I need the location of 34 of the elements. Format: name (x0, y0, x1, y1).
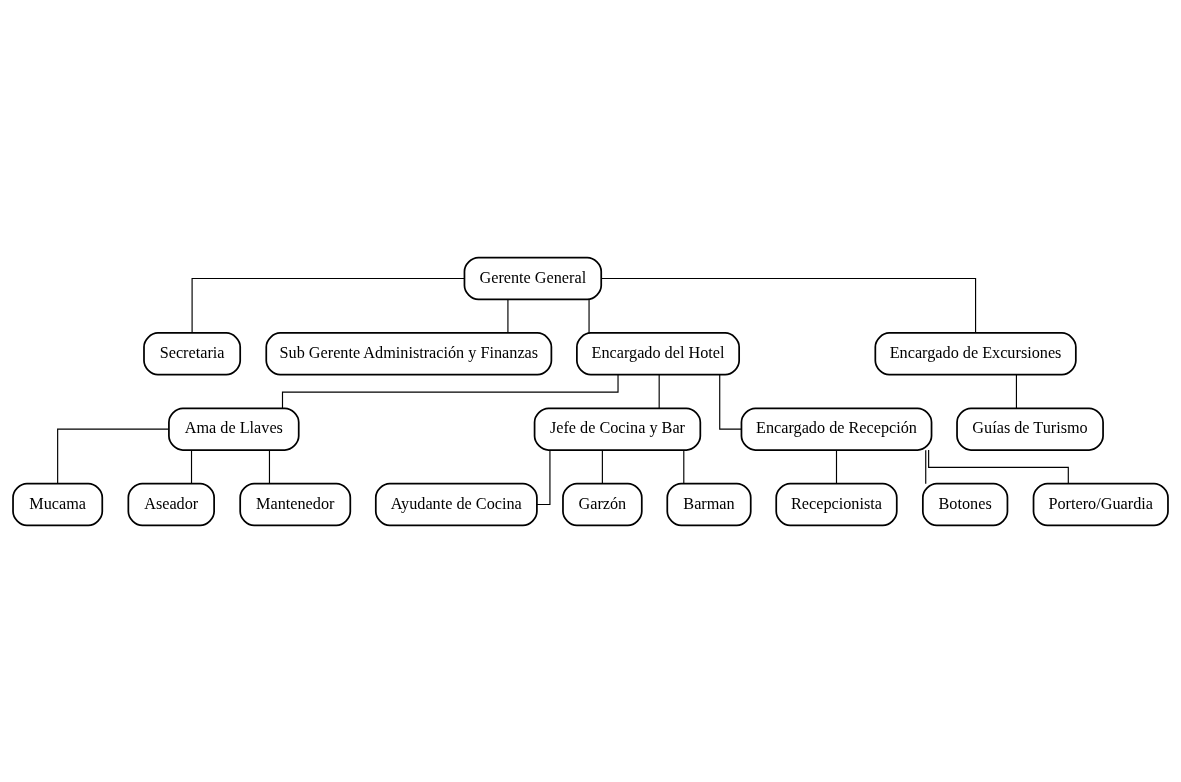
node-box: Recepcionista (775, 482, 898, 526)
node-box: Botones (921, 482, 1009, 526)
connector (507, 298, 509, 334)
node-box: Garzón (562, 482, 643, 526)
connector (719, 373, 742, 430)
node-box: Portero/Guardia (1032, 482, 1169, 526)
node-box: Ama de Llaves (168, 406, 300, 451)
node-box: Ayudante de Cocina (374, 482, 538, 526)
connector (268, 449, 271, 484)
node-box: Guías de Turismo (956, 406, 1104, 451)
node-box: Sub Gerente Administración y Finanzas (265, 331, 553, 376)
connector (835, 449, 838, 484)
node-box: Encargado del Hotel (576, 331, 740, 376)
connector (925, 449, 927, 484)
node-box: Secretaria (143, 331, 242, 376)
connector (1015, 373, 1017, 409)
connector (601, 449, 603, 484)
connector (928, 449, 1069, 484)
node-box: Jefe de Cocina y Bar (533, 406, 702, 451)
node-box: Mantenedor (239, 482, 352, 526)
connector (281, 373, 619, 409)
node-box: Aseador (127, 482, 215, 526)
connector (191, 277, 465, 333)
node-box: Encargado de Recepción (740, 406, 933, 451)
connector (658, 373, 660, 409)
node-box: Gerente General (463, 256, 603, 300)
connector (600, 277, 977, 333)
node-box: Mucama (12, 482, 104, 526)
node-box: Barman (666, 482, 752, 526)
connector (57, 428, 170, 484)
connector (190, 449, 193, 484)
node-box: Encargado de Excursiones (874, 331, 1077, 376)
connector (683, 449, 685, 484)
connector (588, 298, 590, 334)
